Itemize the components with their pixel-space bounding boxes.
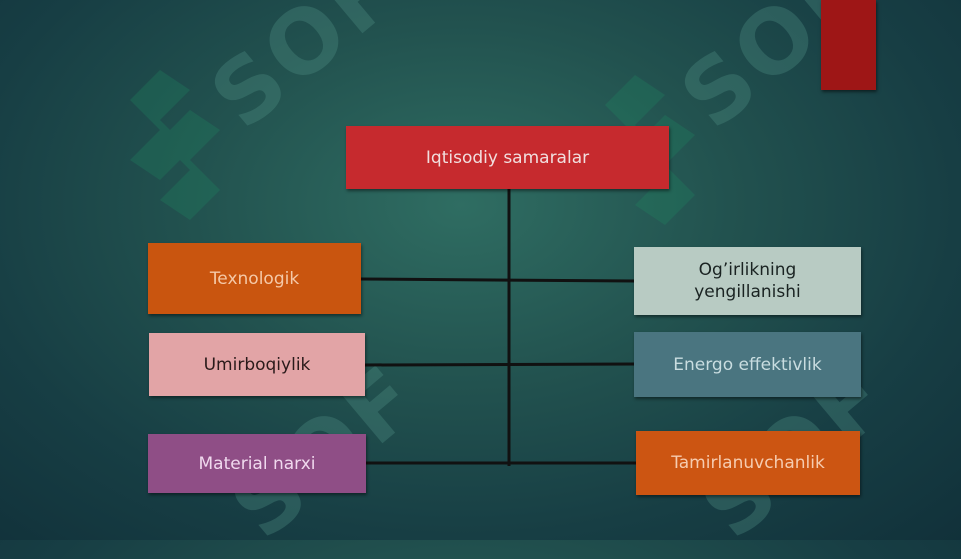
connector-lines	[359, 189, 637, 466]
node-material-narxi: Material narxi	[148, 434, 366, 493]
root-node: Iqtisodiy samaralar	[346, 126, 669, 189]
node-label: Material narxi	[198, 453, 316, 474]
node-umirboqiylik: Umirboqiylik	[149, 333, 365, 396]
watermark-logo-icon	[130, 70, 220, 220]
node-label: Umirboqiylik	[203, 354, 311, 375]
branch-line-2	[364, 362, 637, 367]
root-node-label: Iqtisodiy samaralar	[425, 147, 590, 168]
node-label: Tamirlanuvchanlik	[671, 453, 825, 473]
node-label: Energo effektivlik	[673, 354, 822, 375]
node-energo-effektivlik: Energo effektivlik	[634, 332, 861, 397]
node-label: Texnologik	[209, 268, 300, 289]
node-tamirlanuvchanlik: Tamirlanuvchanlik	[636, 431, 860, 495]
branch-line-1	[359, 277, 637, 283]
node-label: Og’irlikning yengillanishi	[694, 260, 801, 302]
node-ogirlikning-yengillanishi: Og’irlikning yengillanishi	[634, 247, 861, 315]
node-texnologik: Texnologik	[148, 243, 361, 314]
accent-bar	[821, 0, 876, 90]
